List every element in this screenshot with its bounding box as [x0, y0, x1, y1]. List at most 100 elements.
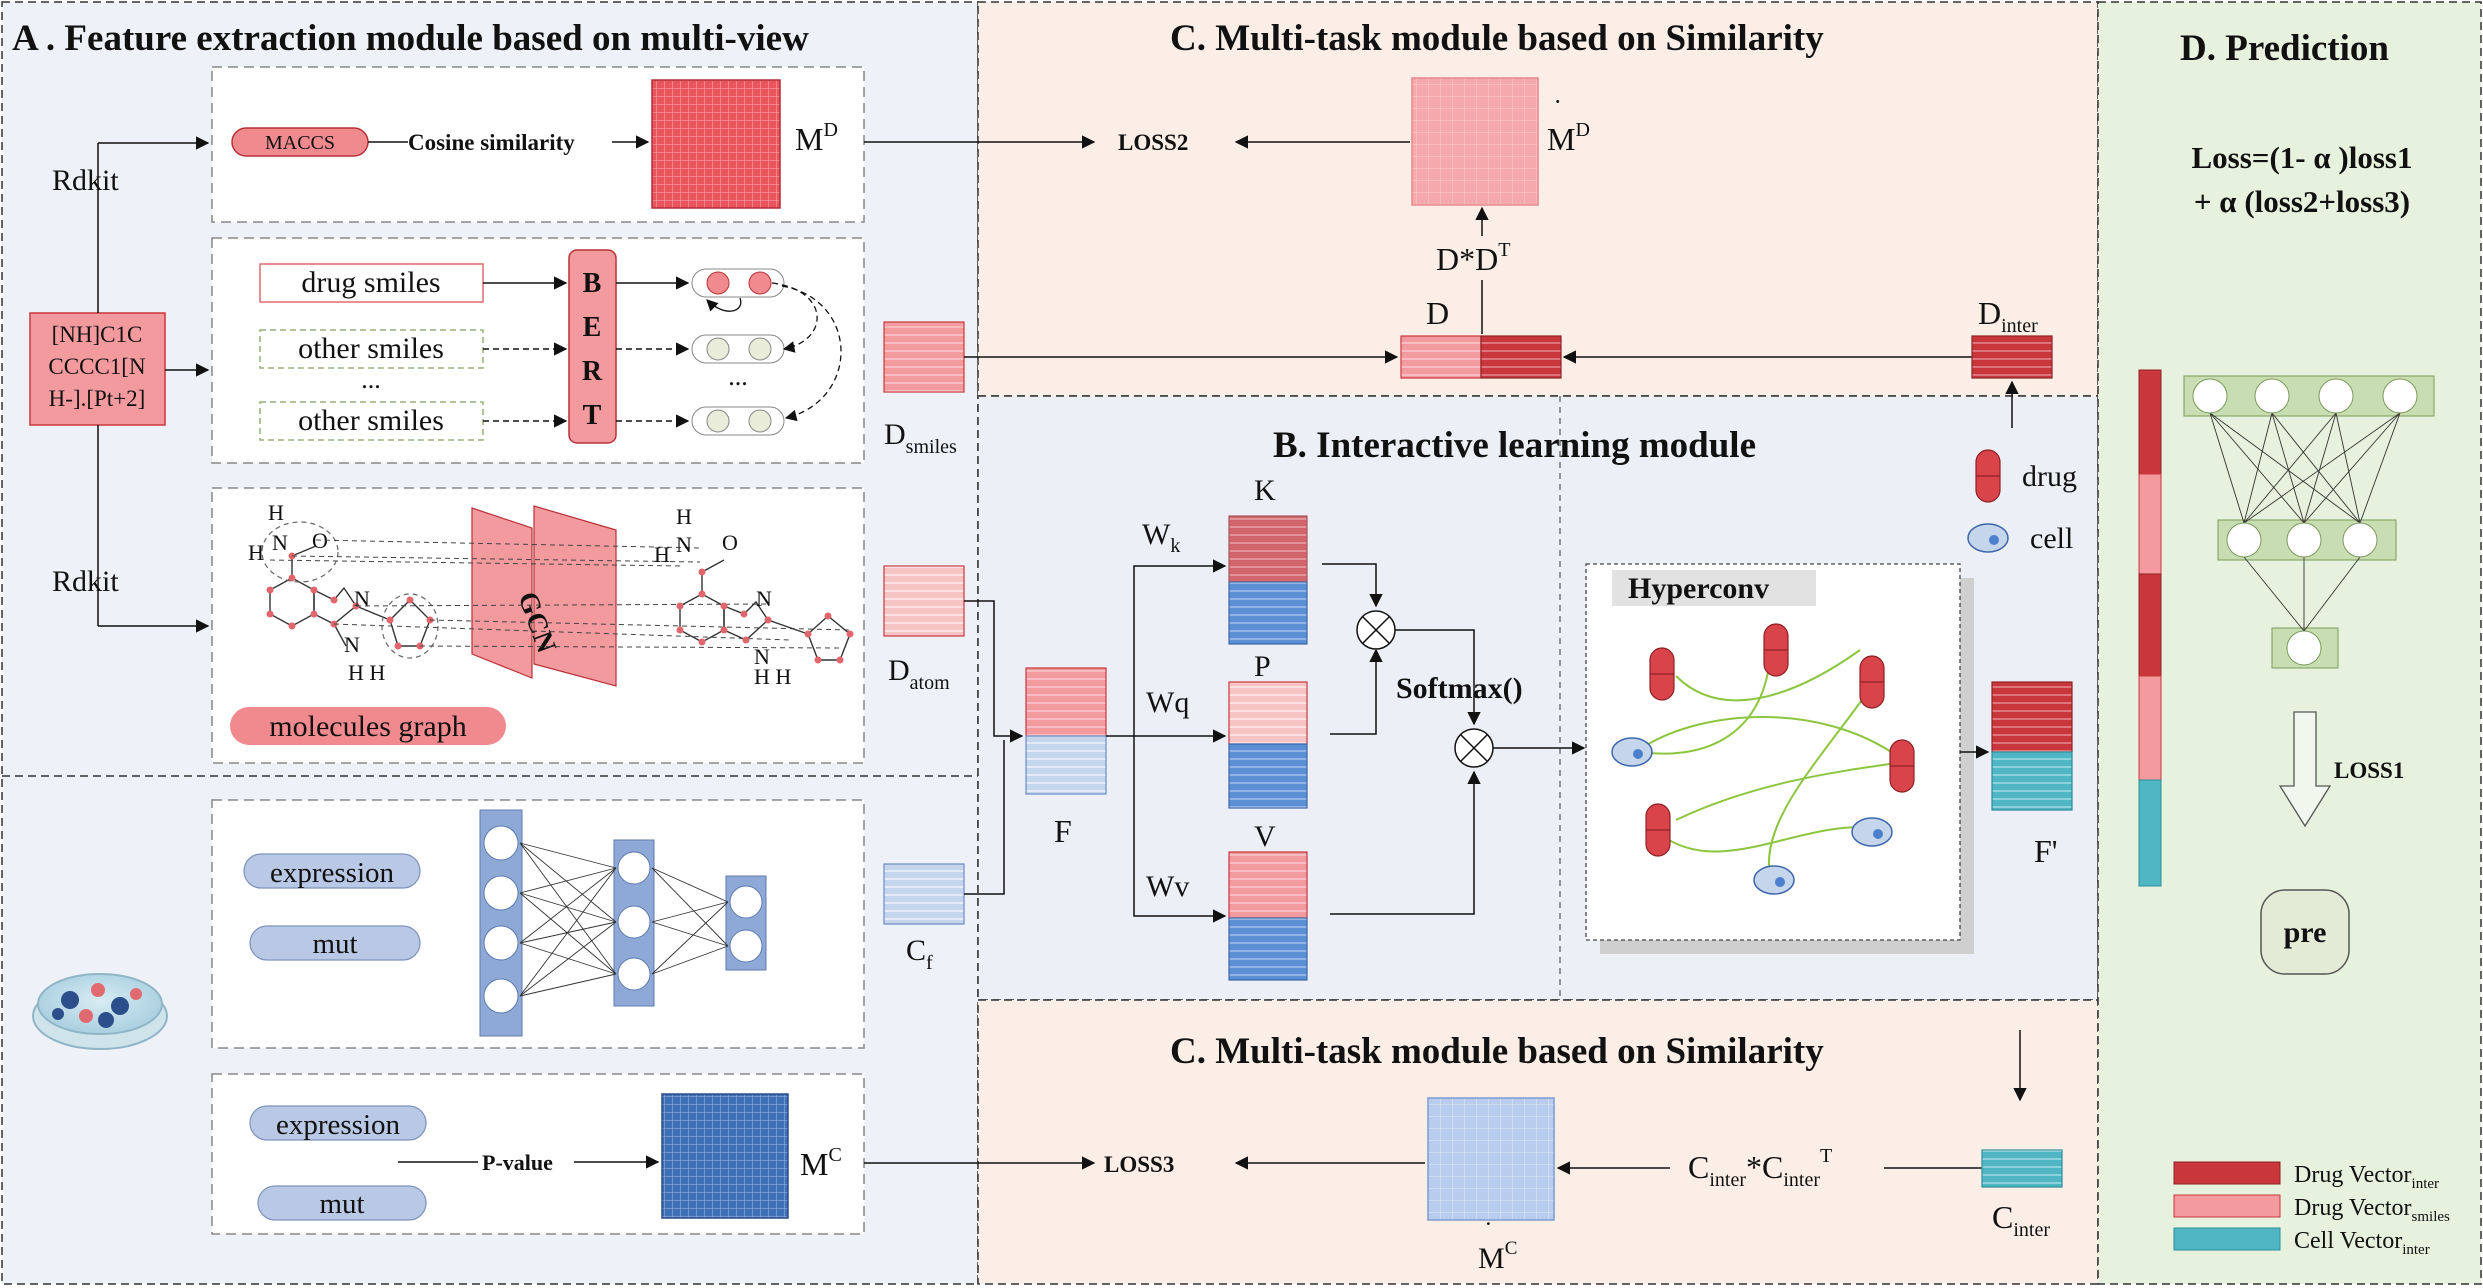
f-block-cell [1025, 735, 1107, 795]
dinter-block [1971, 335, 2053, 379]
fprime-label: F' [2034, 833, 2058, 869]
legend-swatch-cell-inter [2173, 1227, 2281, 1251]
k-to-mult-line [1322, 563, 1383, 608]
legend-text-cell-inter: Cell Vectorinter [2294, 1228, 2430, 1258]
rdkit-top-label: Rdkit [52, 164, 119, 197]
cosine-similarity-label: Cosine similarity [408, 130, 575, 155]
panel-c-bottom-title: C. Multi-task module based on Similarity [1170, 1031, 1824, 1072]
mdot-d-dot: ˙ [1553, 95, 1562, 126]
bert-letter-e: E [583, 312, 602, 343]
atom-h-3: H [676, 504, 692, 529]
dots-1: ... [361, 365, 381, 394]
ddt-label: D*DT [1436, 239, 1510, 277]
loss-formula-line-1: Loss=(1- α )loss1 [2192, 140, 2413, 175]
expression-pill-2 [249, 1105, 427, 1141]
mc-label: MC [800, 1144, 842, 1182]
drug-embedding-tokens [691, 268, 785, 298]
petri-dish-icon [32, 973, 168, 1050]
expression-label-2: expression [276, 1109, 401, 1141]
expression-label-1: expression [270, 857, 395, 889]
other-smiles-label-2: other smiles [298, 404, 444, 437]
bert-letter-b: B [583, 268, 602, 299]
datom-block [883, 565, 965, 637]
expression-pill-1 [243, 853, 421, 889]
mut-label-2: mut [319, 1188, 364, 1220]
mdot-c-matrix [1427, 1097, 1555, 1221]
rdkit-bottom-label: Rdkit [52, 565, 119, 598]
atom-n-1: N [272, 530, 288, 555]
d-block-inter [1480, 335, 1562, 379]
panel-b-title: B. Interactive learning module [1273, 425, 1756, 466]
multiply-icon-2 [1454, 728, 1494, 768]
drug-smiles-box [259, 263, 484, 303]
legend-cell-label: cell [2030, 522, 2073, 555]
bert-letter-r: R [582, 356, 603, 387]
legend-swatch-drug-inter [2173, 1161, 2281, 1185]
f-block-drug [1025, 667, 1107, 737]
vector-legend: Drug Vectorinter Drug Vectorsmiles Cell … [2173, 1161, 2450, 1258]
molecule-right-atoms [676, 568, 854, 664]
softmax-label: Softmax() [1396, 672, 1523, 705]
k-block-top [1228, 515, 1308, 583]
mdot-d-matrix [1411, 77, 1539, 206]
cf-block [883, 863, 965, 925]
other-smiles-label-1: other smiles [298, 332, 444, 365]
cinter-block [1981, 1149, 2063, 1188]
atom-n-2: N [354, 586, 370, 611]
wk-label: Wk [1142, 518, 1180, 557]
mc-matrix [661, 1093, 789, 1219]
molecules-graph-pill [230, 707, 506, 745]
p-block-bottom [1228, 743, 1308, 809]
drug-smiles-label: drug smiles [301, 266, 440, 299]
md-matrix [651, 79, 781, 209]
panel-d-title: D. Prediction [2180, 28, 2389, 69]
f-label: F [1054, 813, 1072, 849]
v-block-bottom [1228, 917, 1308, 981]
maccs-label: MACCS [265, 132, 335, 154]
atom-n-6: N [754, 644, 770, 669]
loss1-down-arrow [2278, 711, 2332, 828]
legend-text-drug-inter: Drug Vectorinter [2294, 1162, 2439, 1192]
p-to-mult-line [1330, 648, 1383, 735]
smiles-line-2: CCCC1[N [48, 354, 146, 379]
mdot-c-dot: ˙ [1484, 1217, 1493, 1246]
mut-pill-1 [249, 925, 421, 961]
mut-label-1: mut [312, 928, 357, 960]
datom-to-f-line [964, 600, 1024, 743]
bert-block [568, 249, 617, 444]
atom-h-2: H [248, 540, 264, 565]
mdot-d-label: MD [1547, 119, 1590, 157]
wq-label: Wq [1146, 686, 1189, 719]
drug-nodes [1645, 623, 1915, 857]
cf-label: Cf [906, 934, 933, 974]
legend-cell-icon [1967, 523, 2009, 553]
d-label: D [1426, 295, 1449, 331]
mut-pill-2 [257, 1185, 427, 1221]
p-block-top [1228, 681, 1308, 745]
md-label: MD [795, 119, 838, 157]
atom-hh-1: H H [348, 660, 385, 685]
molecule-left-highlight-1 [261, 521, 339, 583]
gcn-layer-shapes [471, 505, 617, 687]
f-to-v-line [1133, 736, 1227, 923]
atom-h-1: H [268, 500, 284, 525]
concat-vector-bar [2138, 369, 2162, 887]
datom-label: Datom [888, 654, 950, 694]
dots-2: ... [728, 362, 748, 391]
f-to-k-line [1133, 559, 1227, 736]
atom-o-2: O [722, 530, 738, 555]
multiply-icon-1 [1356, 610, 1396, 650]
atom-h-4: H [654, 542, 670, 567]
atom-n-4: N [676, 532, 692, 557]
pvalue-label: P-value [482, 1150, 553, 1175]
attention-curve-2 [781, 285, 842, 422]
pre-box [2260, 889, 2350, 975]
smiles-line-3: H-].[Pt+2] [49, 386, 146, 411]
k-label: K [1254, 474, 1276, 507]
hyperconv-label: Hyperconv [1628, 572, 1769, 605]
dinter-label: Dinter [1978, 295, 2038, 337]
legend-text-drug-smiles: Drug Vectorsmiles [2294, 1195, 2450, 1225]
smiles-line-1: [NH]C1C [52, 322, 143, 347]
